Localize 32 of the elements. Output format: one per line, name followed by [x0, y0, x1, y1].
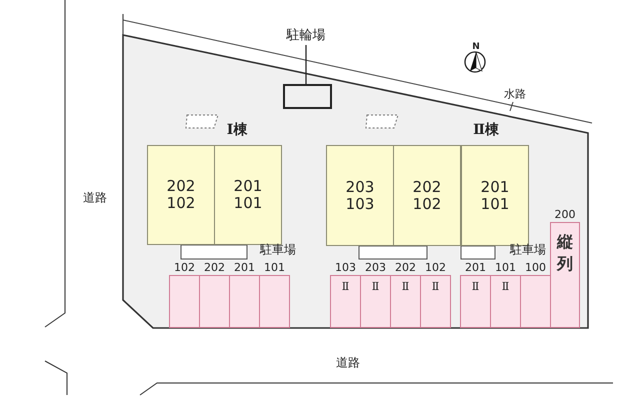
parking-space: Ⅱ: [420, 275, 451, 328]
building-label: Ⅰ棟: [226, 121, 248, 139]
space-number: 201: [234, 261, 255, 274]
space-number: 101: [264, 261, 285, 274]
space-number: 203: [365, 261, 386, 274]
road-label: 道路: [336, 354, 360, 372]
parking-space: Ⅱ: [330, 275, 361, 328]
space-number: 103: [335, 261, 356, 274]
space-number: 102: [174, 261, 195, 274]
parking-space: Ⅱ: [460, 275, 491, 328]
unit-box: 202 102: [147, 145, 215, 245]
space-number: 202: [204, 261, 225, 274]
space-number: 102: [425, 261, 446, 274]
building-label: Ⅱ棟: [473, 121, 499, 139]
parking-space: Ⅱ: [390, 275, 421, 328]
parking-space: Ⅱ: [360, 275, 391, 328]
parking-space: Ⅱ: [490, 275, 521, 328]
waterway-label: 水路: [504, 86, 526, 102]
parking-space: 縦列: [550, 222, 580, 328]
unit-box: 201 101: [214, 145, 282, 245]
space-number: 200: [554, 208, 576, 221]
space-number: 201: [465, 261, 486, 274]
space-number: 100: [525, 261, 546, 274]
unit-box: 202 102: [393, 145, 461, 246]
space-number: 202: [395, 261, 416, 274]
callout-label: 駐輪場: [282, 27, 330, 45]
bicycle-parking-box: [283, 84, 332, 109]
compass-letter: N: [472, 42, 480, 52]
space-number: 101: [495, 261, 516, 274]
unit-box: 203 103: [326, 145, 394, 246]
road-label: 道路: [83, 190, 107, 206]
leader-line: [305, 45, 307, 84]
